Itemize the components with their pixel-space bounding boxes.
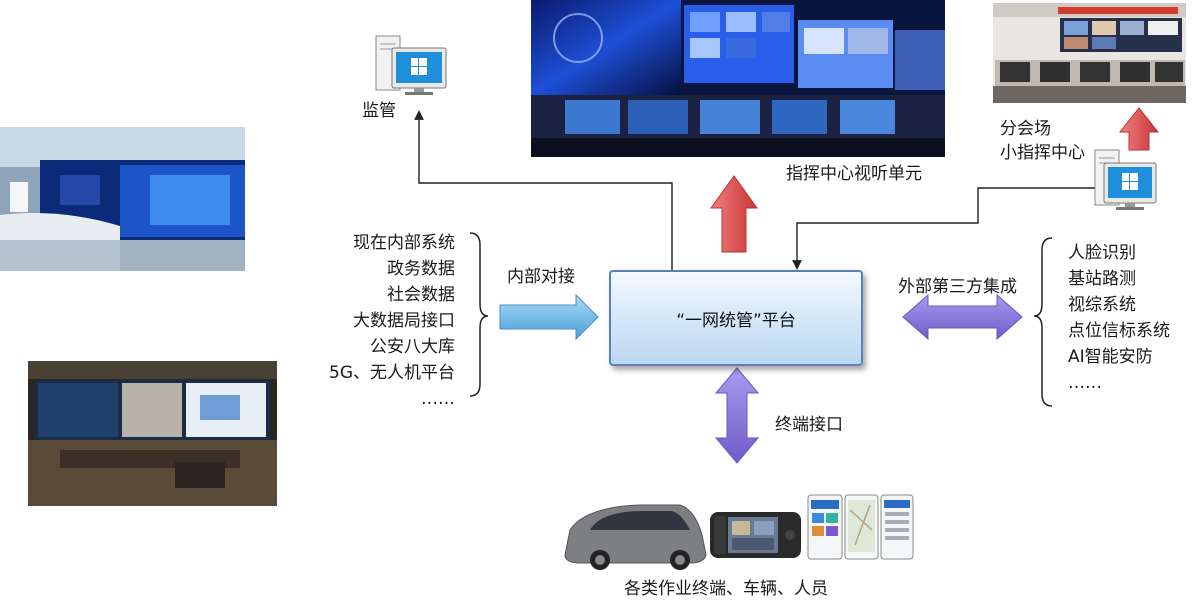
list-item: 人脸识别	[1068, 243, 1136, 263]
list-item: 大数据局接口	[353, 311, 455, 331]
list-item: ……	[421, 389, 455, 409]
left-brace	[469, 232, 489, 397]
connector-supervision	[414, 110, 673, 270]
list-item: 5G、无人机平台	[329, 363, 455, 383]
handheld-terminal-photo	[710, 512, 801, 558]
list-item: 政务数据	[387, 259, 455, 279]
platform-box: “一网统管”平台	[609, 270, 863, 366]
internal-systems-list: 现在内部系统 政务数据 社会数据 大数据局接口 公安八大库 5G、无人机平台 ……	[290, 230, 455, 412]
list-item: 社会数据	[387, 285, 455, 305]
list-item: 点位信标系统	[1068, 321, 1170, 341]
windows-logo-icon	[411, 58, 427, 75]
studio-photo	[0, 127, 245, 271]
third-party-list: 人脸识别 基站路测 视综系统 点位信标系统 AI智能安防 ……	[1068, 240, 1170, 396]
list-item: 视综系统	[1068, 295, 1136, 315]
supervision-computer-icon	[375, 35, 447, 95]
terminal-interface-arrow	[714, 367, 760, 464]
external-integration-label: 外部第三方集成	[898, 277, 1017, 297]
branch-venue-photo	[993, 3, 1186, 103]
mobile-app-phones	[807, 494, 914, 560]
command-center-up-arrow	[710, 175, 758, 253]
monitoring-room-photo	[28, 361, 277, 506]
command-center-label: 指挥中心视听单元	[786, 164, 922, 184]
list-item: ……	[1068, 373, 1102, 393]
terminals-label: 各类作业终端、车辆、人员	[624, 579, 828, 599]
branch-up-arrow	[1118, 107, 1160, 151]
small-command-center-label: 小指挥中心	[1000, 143, 1085, 163]
command-center-photo	[531, 0, 945, 157]
right-brace	[1033, 237, 1053, 407]
terminal-interface-label: 终端接口	[775, 415, 843, 435]
list-item: 公安八大库	[370, 337, 455, 357]
small-command-computer-icon	[1094, 149, 1157, 210]
internal-connect-arrow	[499, 293, 599, 341]
list-item: AI智能安防	[1068, 347, 1153, 367]
list-item: 基站路测	[1068, 269, 1136, 289]
platform-label: “一网统管”平台	[676, 310, 796, 331]
connector-small-command	[792, 187, 1095, 270]
vehicle-photo	[564, 504, 707, 570]
list-item: 现在内部系统	[353, 233, 455, 253]
internal-connect-label: 内部对接	[507, 267, 575, 287]
external-integration-arrow	[902, 293, 1023, 341]
branch-venue-label: 分会场	[1000, 119, 1051, 139]
supervision-label: 监管	[362, 101, 396, 121]
